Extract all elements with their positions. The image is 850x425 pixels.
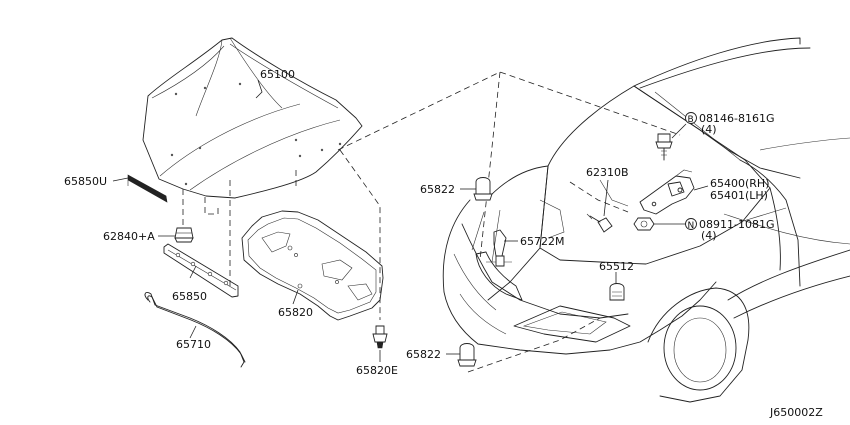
- hinge-bolt: [655, 133, 673, 161]
- hood-leader: [255, 79, 263, 99]
- hood-callout: 65100: [260, 68, 295, 81]
- support-rod: [144, 291, 246, 368]
- hood-insulator-callout: 65820: [278, 306, 313, 319]
- hood-stay: [609, 283, 625, 301]
- bolt-callout: 08146-8161G: [699, 112, 774, 125]
- hinge-lh-callout: 65401(LH): [710, 189, 768, 202]
- bumper-stopper-upper: [473, 177, 493, 201]
- vehicle-body: [442, 37, 850, 403]
- bracket-callout: 62310B: [586, 166, 629, 179]
- diagram-code: J650002Z: [769, 406, 823, 419]
- hood-seal-callout: 65850U: [64, 175, 107, 188]
- bumper-rubber: [174, 227, 194, 243]
- bolt-marker-circle: [685, 112, 697, 124]
- nut-marker: N: [688, 221, 695, 231]
- clip: [372, 325, 388, 349]
- bracket-bolt: [586, 213, 613, 233]
- lock-control: [486, 229, 512, 267]
- hood-insulator: [241, 210, 384, 321]
- bolt-qty: (4): [701, 123, 717, 136]
- bumper-stopper-lower: [457, 343, 477, 367]
- seal-rubber-callout: 65850: [172, 290, 207, 303]
- bumper-rubber-callout: 62840+A: [103, 230, 155, 243]
- bumper-stopper-lower-callout: 65822: [406, 348, 441, 361]
- hood-dash-lines: [182, 71, 681, 320]
- lower-bumper-dash: [467, 317, 601, 373]
- nut-callout: 08911-1081G: [699, 218, 774, 231]
- hood-hinge: [639, 169, 695, 215]
- hood-seal-strip: [127, 174, 168, 203]
- hood-panel: [142, 37, 363, 199]
- support-rod-callout: 65710: [176, 338, 211, 351]
- lock-control-callout: 65722M: [520, 235, 564, 248]
- nut-qty: (4): [701, 229, 717, 242]
- hinge-nut: [633, 217, 655, 231]
- bolt-marker: B: [688, 115, 694, 125]
- stay-callout: 65512: [599, 260, 634, 273]
- nut-marker-circle: [685, 218, 697, 230]
- clip-callout: 65820E: [356, 364, 398, 377]
- hinge-rh-callout: 65400(RH): [710, 177, 770, 190]
- bumper-stopper-upper-callout: 65822: [420, 183, 455, 196]
- seal-rubber: [163, 243, 239, 298]
